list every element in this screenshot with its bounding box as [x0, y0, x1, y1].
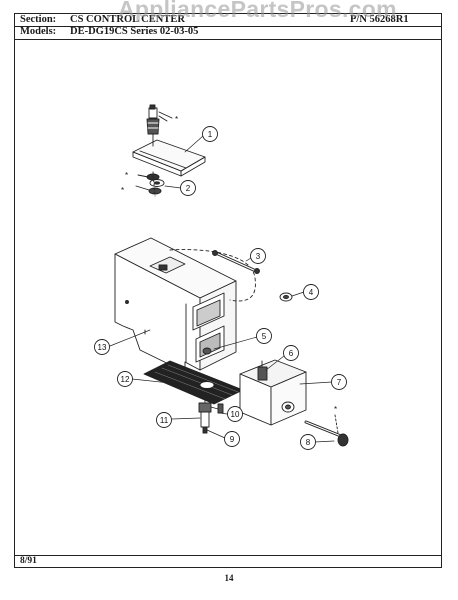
callout-label: 12 — [121, 375, 130, 384]
section-label: Section: — [20, 14, 57, 25]
callout-circle — [283, 345, 299, 361]
section-row: Section: CS CONTROL CENTER P/N 56268R1 — [15, 14, 441, 27]
page-number: 14 — [224, 573, 234, 583]
callout-label: 1 — [208, 130, 213, 139]
footer-row: 8/91 — [15, 555, 441, 567]
valve-part — [198, 391, 224, 434]
models-label: Models: — [20, 26, 57, 37]
callout-bubbles — [94, 126, 347, 450]
page-frame: Section: CS CONTROL CENTER P/N 56268R1 M… — [14, 13, 442, 568]
callout-label: 4 — [309, 288, 314, 297]
callout-circle — [303, 284, 319, 300]
callout-circle — [331, 374, 347, 390]
callout-circle — [117, 371, 133, 387]
asterisk-marker: * — [125, 171, 128, 180]
callout-circle — [300, 434, 316, 450]
callout-label: 3 — [256, 252, 261, 261]
callout-label: 5 — [262, 332, 267, 341]
part-number: P/N 56268R1 — [350, 14, 409, 25]
callout-circle — [156, 412, 172, 428]
callout-circle — [180, 180, 196, 196]
models-row: Models: DE-DG19CS Series 02-03-05 — [15, 26, 441, 40]
fitting-part — [257, 360, 268, 381]
footer-date: 8/91 — [20, 556, 37, 566]
callout-numbers: 1 2 3 4 5 6 7 8 9 10 11 12 13 — [98, 130, 342, 447]
callout-circle — [227, 406, 243, 422]
models-value: DE-DG19CS Series 02-03-05 — [70, 26, 199, 37]
asterisk-marker: * — [175, 115, 178, 124]
asterisk-marker: * — [334, 405, 337, 414]
callout-label: 11 — [160, 416, 169, 425]
asterisk-marker: * — [121, 186, 124, 195]
callout-label: 7 — [337, 378, 342, 387]
callout-circle — [202, 126, 218, 142]
callout-circle — [224, 431, 240, 447]
callout-label: 9 — [230, 435, 235, 444]
callout-label: 6 — [289, 349, 294, 358]
tray-part — [239, 359, 307, 426]
callout-circle — [94, 339, 110, 355]
callout-label: 8 — [306, 438, 311, 447]
callout-label: 13 — [98, 343, 107, 352]
asterisk-markers: * * * * — [121, 115, 337, 414]
rod-part — [212, 250, 260, 274]
callout-label: 10 — [231, 410, 240, 419]
leader-lines — [109, 135, 335, 443]
callout-circle — [256, 328, 272, 344]
callout-circle — [250, 248, 266, 264]
control-box-assembly — [114, 237, 256, 373]
section-value: CS CONTROL CENTER — [70, 14, 185, 25]
callout-label: 2 — [186, 184, 191, 193]
clip-part — [202, 347, 212, 355]
control-plate-assembly — [132, 104, 206, 197]
shaft-part — [304, 414, 349, 447]
gasket-plate — [143, 360, 244, 405]
